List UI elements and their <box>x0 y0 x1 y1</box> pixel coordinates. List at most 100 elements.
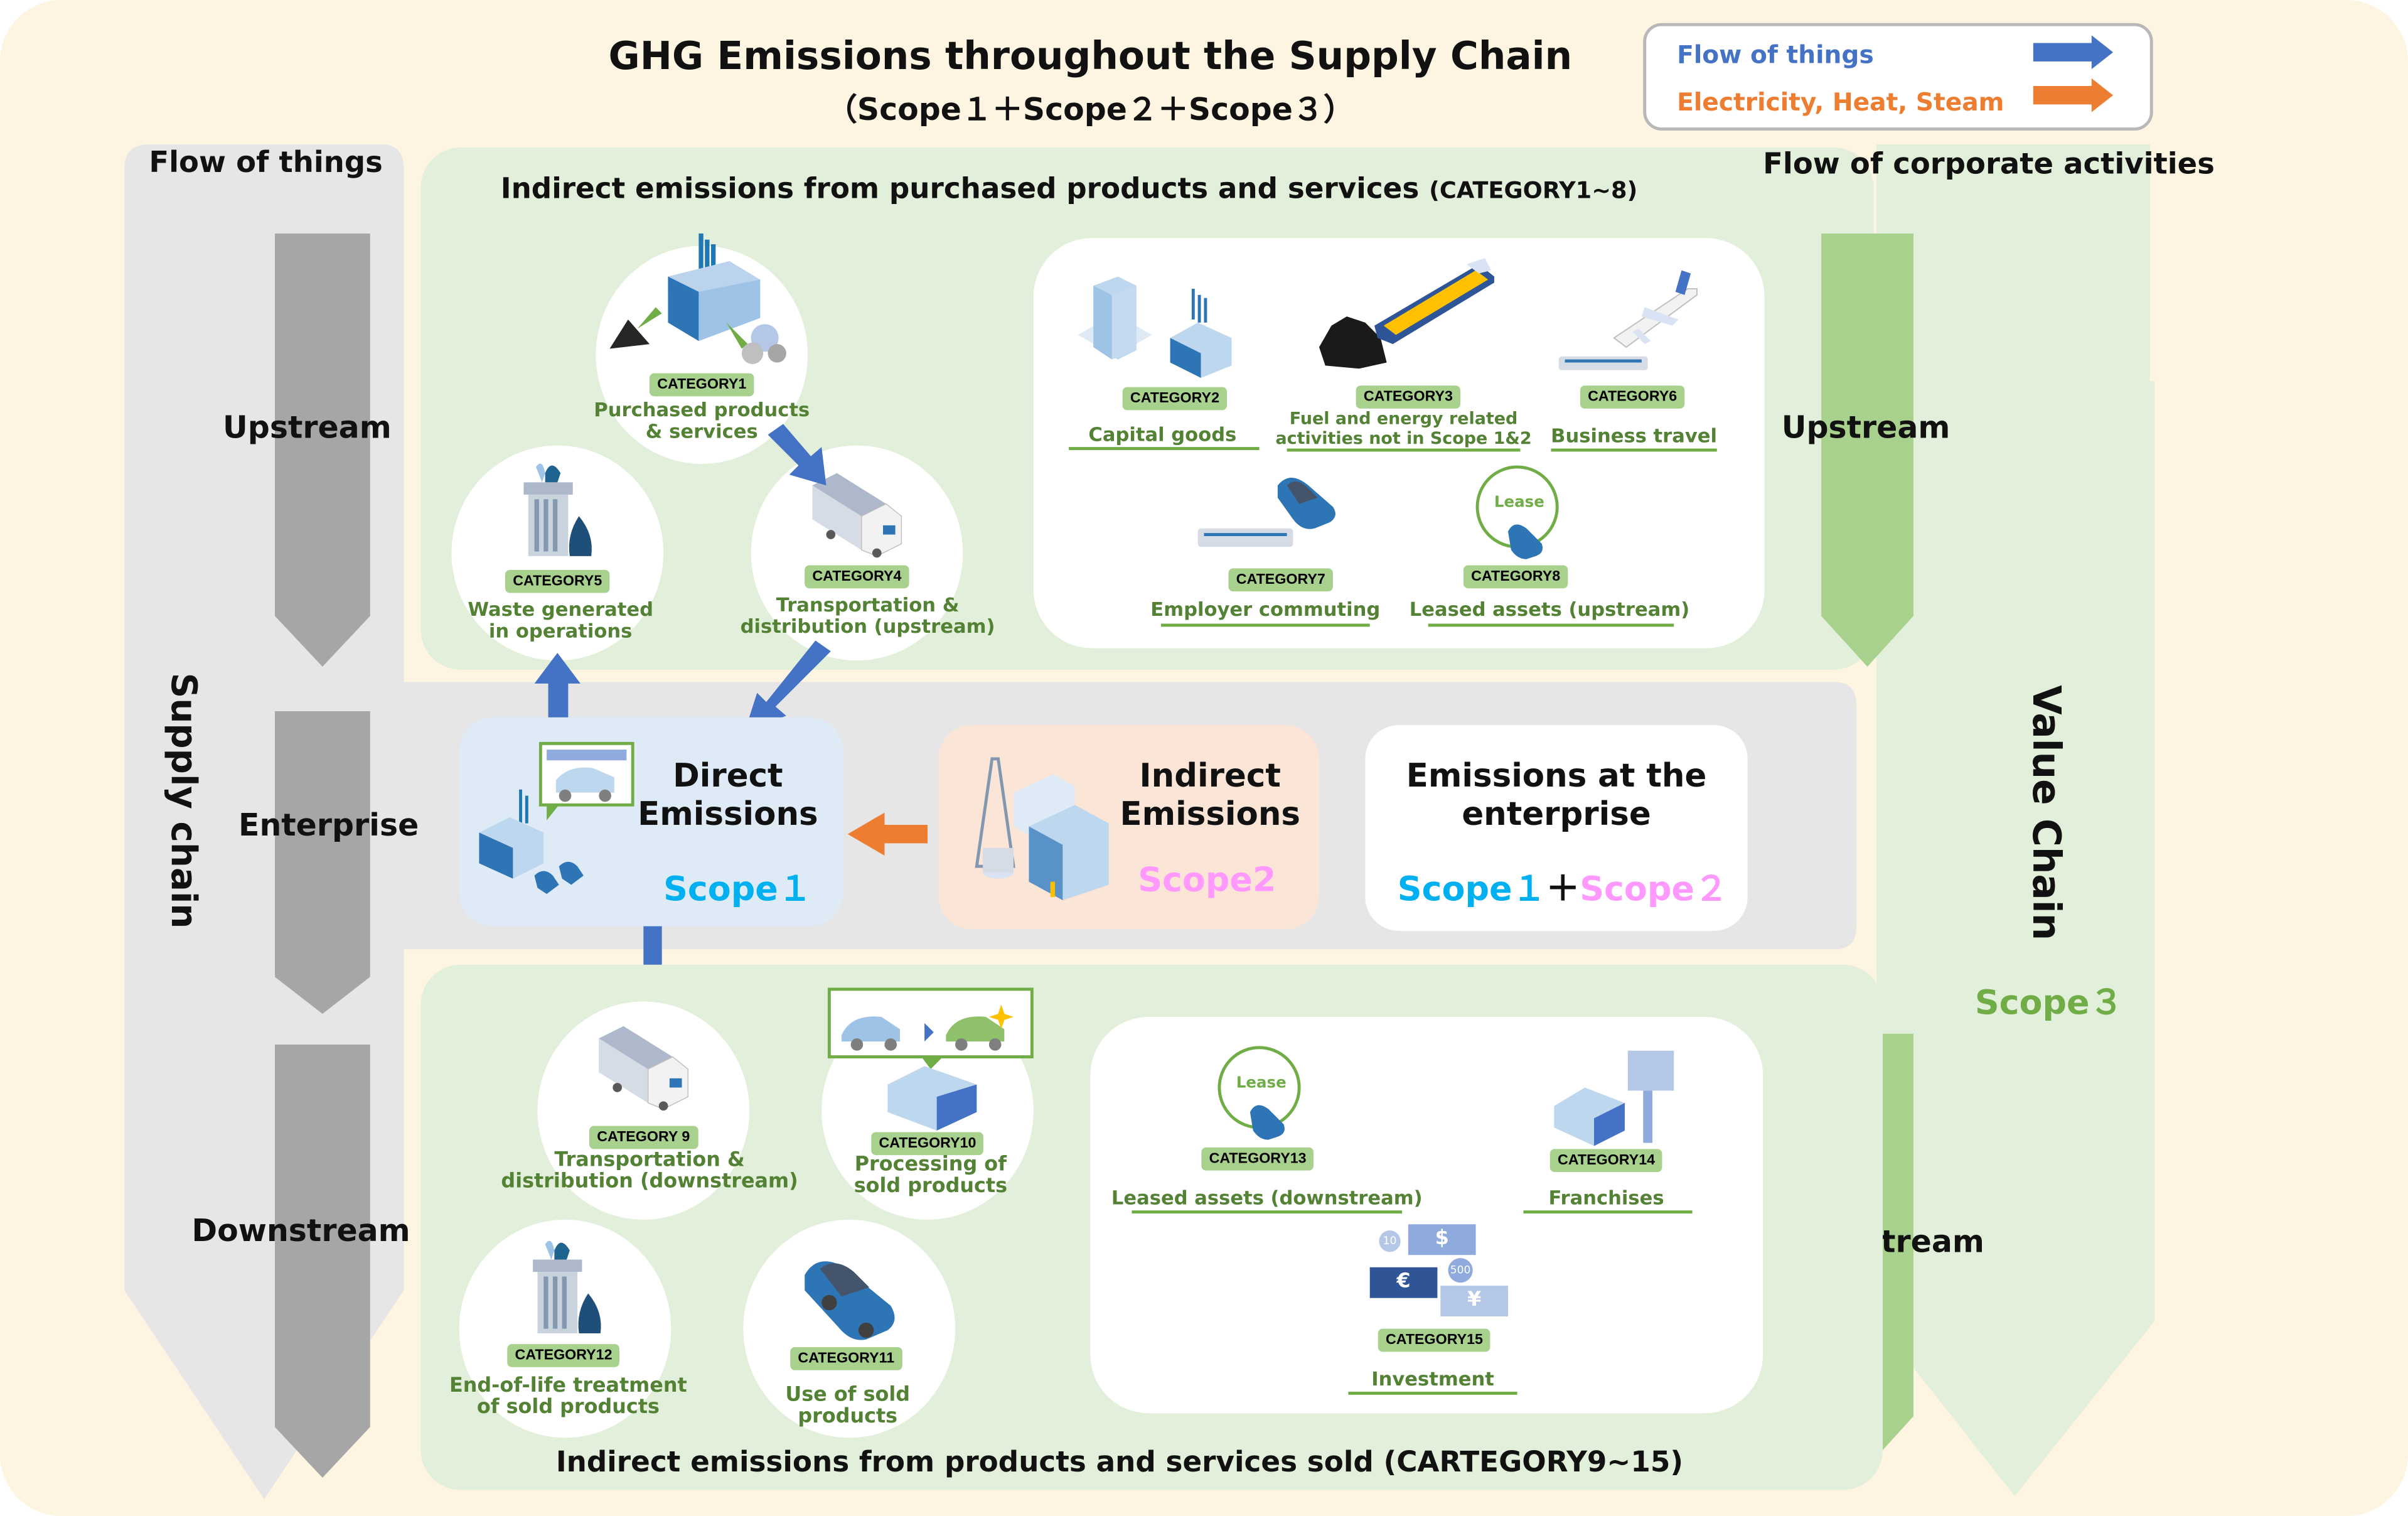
total-scope1: Scope１ <box>1397 871 1546 910</box>
category14-label: Franchises <box>1548 1186 1664 1209</box>
category4-label-line2: distribution (upstream) <box>740 614 995 638</box>
bill-euro: € <box>1369 1267 1438 1298</box>
lease-car-icon <box>1217 1046 1301 1140</box>
coin-500: 500 <box>1448 1258 1473 1283</box>
car-icon <box>805 1261 895 1340</box>
total-scope2: Scope２ <box>1580 871 1728 910</box>
gray-stage-arrow-enterprise <box>275 711 370 1014</box>
airplane-train-icon <box>1558 270 1698 370</box>
supply-chain-label: Supply chain <box>163 672 203 929</box>
category15-underline <box>1348 1391 1517 1395</box>
lease-label: Lease <box>1236 1075 1287 1092</box>
category6-badge: CATEGORY6 <box>1580 385 1685 409</box>
gray-stage-arrow-downstream <box>275 1044 370 1478</box>
category15-badge: CATEGORY15 <box>1378 1328 1491 1352</box>
processing-plant-icon <box>827 987 1034 1131</box>
category8-label: Leased assets (upstream) <box>1409 597 1690 621</box>
category12-badge: CATEGORY12 <box>507 1344 620 1367</box>
category11-label-line1: Use of sold <box>785 1384 911 1407</box>
category14-underline <box>1523 1210 1693 1214</box>
stage-label-upstream: Upstream <box>223 408 392 446</box>
category4-label-line1: Transportation & <box>776 593 960 616</box>
category13-badge: CATEGORY13 <box>1201 1147 1314 1171</box>
corporate-activities-header: Flow of corporate activities <box>1763 147 2215 181</box>
power-plant-icon <box>975 757 1109 900</box>
category7-label: Employer commuting <box>1150 597 1381 621</box>
category7-underline <box>1160 623 1370 627</box>
category3-label-line2: activities not in Scope 1&2 <box>1275 428 1532 449</box>
category10-label-line2: sold products <box>854 1175 1008 1198</box>
page-title: GHG Emissions throughout the Supply Chai… <box>608 33 1573 78</box>
category9-label-line1: Transportation & <box>554 1149 745 1173</box>
category5-label-line1: Waste generated <box>468 597 653 621</box>
indirect-emissions-box <box>938 724 1319 930</box>
scope3-label: Scope３ <box>1974 984 2124 1023</box>
category14-badge: CATEGORY14 <box>1549 1149 1663 1173</box>
category9-circle <box>537 1001 750 1220</box>
truck-icon <box>812 473 902 558</box>
coin-10: 10 <box>1379 1230 1401 1252</box>
arrow-right-icon <box>2033 35 2114 70</box>
total-title-line1: Emissions at the <box>1406 757 1707 795</box>
factory-car-icon <box>479 741 634 895</box>
category2-underline <box>1069 447 1260 450</box>
coal-ship-icon <box>1319 258 1494 369</box>
lease-label: Lease <box>1494 494 1544 512</box>
bill-yen: ¥ <box>1440 1286 1508 1317</box>
car-train-icon <box>1197 478 1335 547</box>
store-sign-icon <box>1554 1050 1674 1146</box>
category4-label: Transportation &distribution (upstream) <box>741 594 995 638</box>
category9-label-line2: distribution (downstream) <box>501 1170 798 1194</box>
currency-icon: 10 $ 500 € ¥ <box>1369 1224 1511 1320</box>
category9-label: Transportation &distribution (downstream… <box>501 1149 798 1194</box>
direct-title-line1: Direct <box>673 757 783 795</box>
upstream-title: Indirect emissions from purchased produc… <box>501 174 1638 206</box>
category9-badge: CATEGORY 9 <box>589 1126 698 1149</box>
category2-badge: CATEGORY2 <box>1122 387 1228 411</box>
category11-label-line2: products <box>798 1406 898 1429</box>
category15-label: Investment <box>1371 1367 1494 1390</box>
category1-badge: CATEGORY1 <box>650 373 754 397</box>
category12-label-line2: of sold products <box>476 1396 660 1420</box>
green-stage-arrow-upstream <box>1821 233 1913 667</box>
stage-label-enterprise: Enterprise <box>238 806 419 844</box>
category3-underline <box>1287 448 1521 452</box>
flow-of-things-header: Flow of things <box>149 146 383 180</box>
enterprise-total-scopes: Scope１＋Scope２ <box>1398 862 1728 911</box>
category1-label-line2: & services <box>645 419 758 443</box>
page-subtitle: （Scope１＋Scope２＋Scope３） <box>826 90 1354 128</box>
scope1-label: Scope１ <box>663 871 812 910</box>
value-chain-label: Value Chain <box>2024 685 2069 941</box>
category12-label-line1: End-of-life treatment <box>449 1375 687 1398</box>
arrow-right-icon <box>2033 78 2114 112</box>
category5-label-line2: in operations <box>488 619 633 642</box>
value-stage-label-upstream: Upstream <box>1781 408 1950 446</box>
category8-underline <box>1428 623 1674 627</box>
indirect-title-line1: Indirect <box>1139 757 1281 795</box>
trash-can-icon <box>533 1240 601 1333</box>
category1-label: Purchased products& services <box>594 399 810 443</box>
downstream-title: Indirect emissions from products and ser… <box>555 1447 1684 1480</box>
category5-badge: CATEGORY5 <box>505 569 610 593</box>
scope2-label: Scope2 <box>1138 861 1276 900</box>
category4-badge: CATEGORY4 <box>805 565 909 589</box>
factory-icon <box>609 233 786 364</box>
category3-badge: CATEGORY3 <box>1356 385 1461 409</box>
stage-label-downstream: Downstream <box>191 1212 410 1249</box>
category3-label-line1: Fuel and energy related <box>1289 408 1518 429</box>
office-building-icon <box>1078 276 1232 378</box>
category7-badge: CATEGORY7 <box>1228 568 1334 592</box>
category13-underline <box>1132 1210 1403 1214</box>
bill-dollar: $ <box>1408 1224 1476 1255</box>
category2-label: Capital goods <box>1088 422 1237 446</box>
direct-emissions-box <box>459 717 843 927</box>
upstream-title-suffix: (CATEGORY1~8) <box>1429 176 1638 205</box>
legend-flow-of-things: Flow of things <box>1677 40 1874 70</box>
